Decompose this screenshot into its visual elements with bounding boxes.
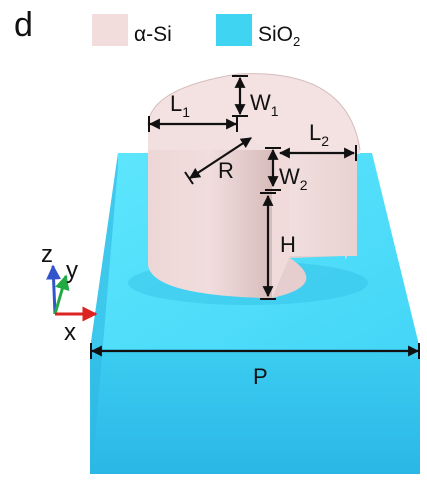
coordinate-axes: z y x xyxy=(41,241,98,346)
substrate-front-face xyxy=(90,349,420,474)
axis-y-arrow xyxy=(53,274,70,315)
dimension-l2: L2 xyxy=(278,120,357,161)
legend-label-asi: α-Si xyxy=(134,23,172,46)
axis-x-label: x xyxy=(64,319,76,346)
dimension-w2: W2 xyxy=(265,147,308,193)
pillar-side xyxy=(148,125,272,298)
label-r: R xyxy=(218,158,234,183)
label-l2: L2 xyxy=(309,120,329,149)
legend-label-sio2: SiO2 xyxy=(258,23,300,49)
dimension-w1: W1 xyxy=(232,75,279,119)
axis-y-label: y xyxy=(66,257,78,284)
dimension-h: H xyxy=(260,192,296,300)
pillar-top-face xyxy=(148,73,360,154)
label-p: P xyxy=(253,364,268,389)
label-w2: W2 xyxy=(279,164,308,193)
dimension-r: R xyxy=(184,137,252,185)
dimension-l1: L1 xyxy=(148,91,238,132)
dimension-p: P xyxy=(90,343,420,389)
legend: α-Si SiO2 xyxy=(92,14,300,49)
axis-z-arrow xyxy=(46,264,62,315)
label-h: H xyxy=(280,232,296,257)
axis-z-label: z xyxy=(41,241,53,268)
legend-swatch-asi xyxy=(92,14,128,46)
legend-swatch-sio2 xyxy=(216,14,252,46)
label-l1: L1 xyxy=(170,91,190,120)
substrate-left-face xyxy=(90,153,118,475)
label-w1: W1 xyxy=(250,90,279,119)
pillar-rim xyxy=(147,73,361,151)
notch-face-front xyxy=(272,150,357,260)
panel-label: d xyxy=(14,6,33,44)
